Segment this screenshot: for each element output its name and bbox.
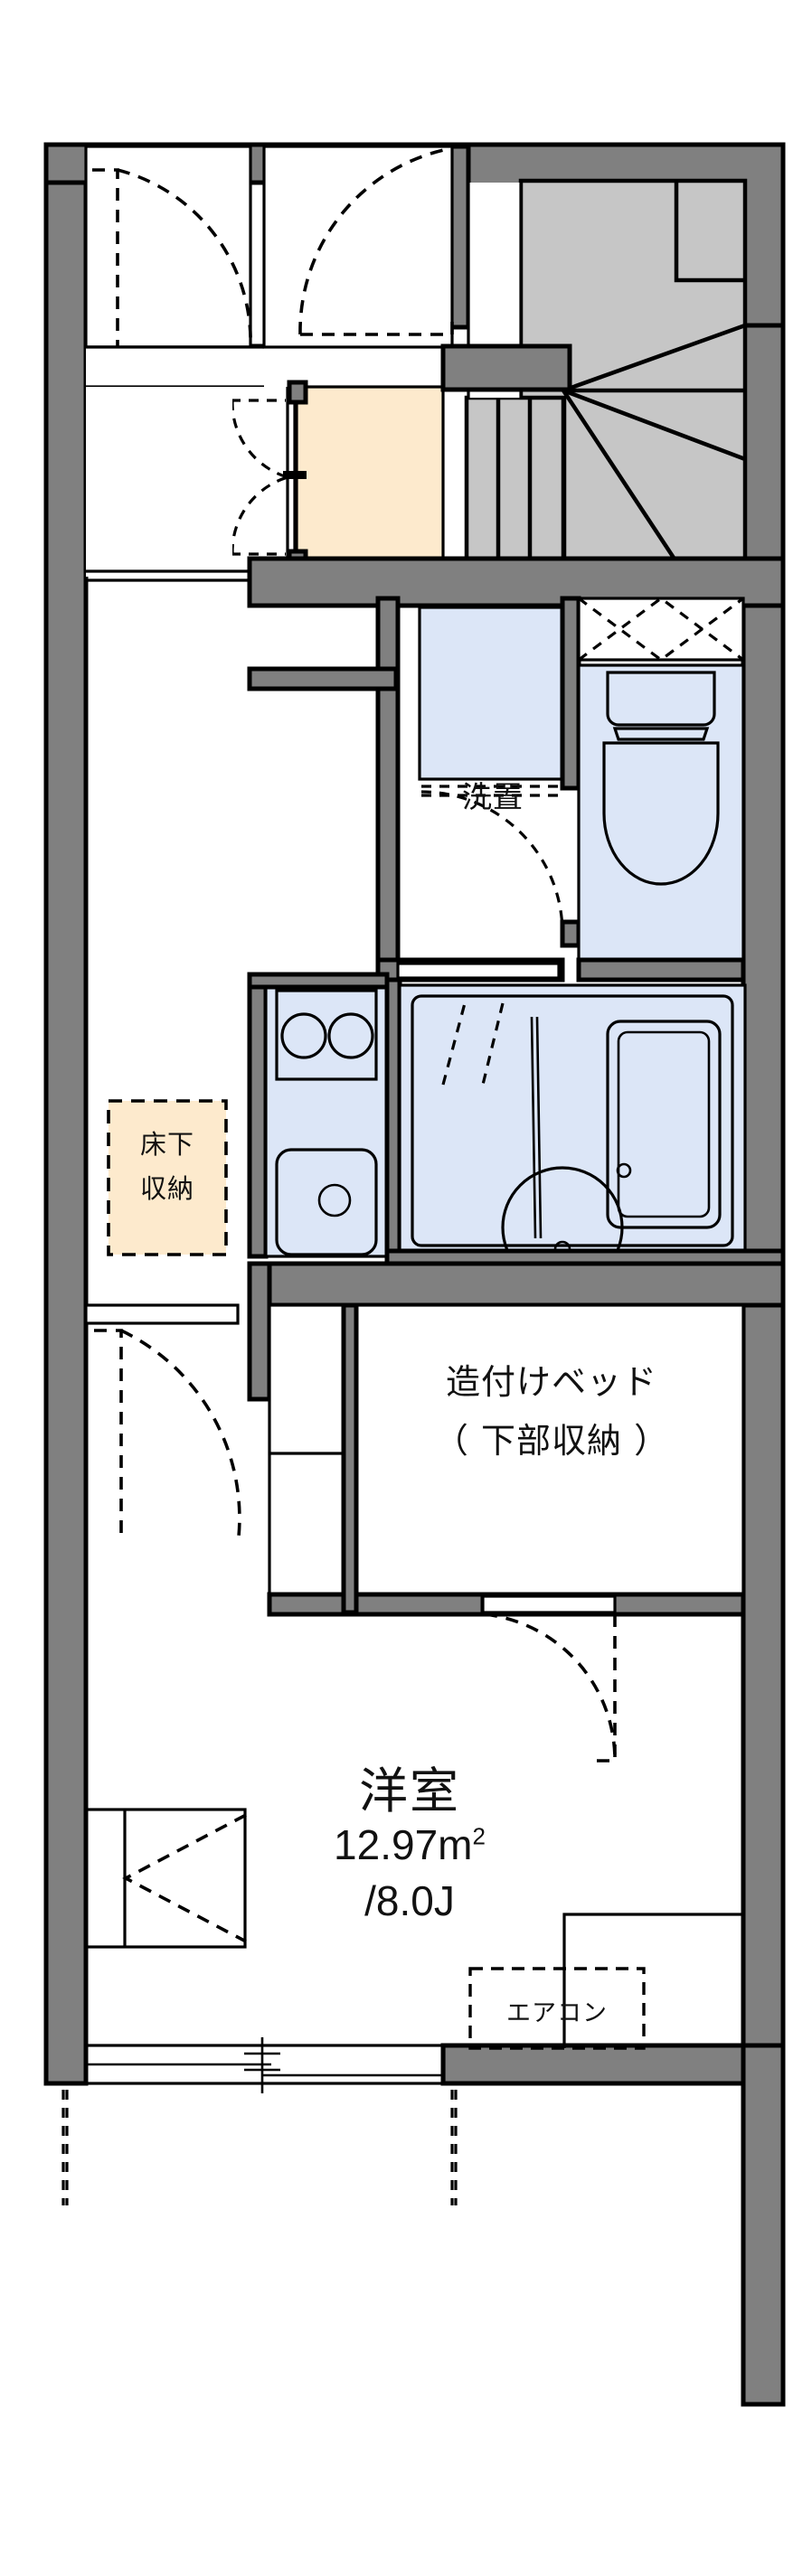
- label-underfloor-storage-line2: 収納: [139, 1173, 195, 1204]
- bedroom-door-swing: [484, 1612, 617, 1763]
- label-built-in-bed-line2: （ 下部収納 ）: [433, 1421, 670, 1461]
- wall-below-toilet: [576, 957, 746, 982]
- burner-left: [280, 1012, 327, 1059]
- area-value: 12.97: [334, 1821, 439, 1868]
- label-main-room: 洋室: [359, 1763, 460, 1819]
- bathtub-drain: [616, 1162, 632, 1179]
- toilet-room: [577, 597, 745, 965]
- closet-entry: [84, 145, 252, 389]
- balcony-guide-right: [450, 2090, 458, 2205]
- built-in-bed: [267, 1302, 745, 1617]
- wall-bed-left-stub: [247, 1261, 272, 1402]
- bathtub-inner: [617, 1030, 711, 1218]
- wall-exterior-bottom-right: [440, 2043, 786, 2086]
- wall-stub-left: [247, 666, 399, 691]
- wall-laundry-right: [560, 596, 581, 791]
- label-built-in-bed-line1: 造付けベッド: [445, 1362, 658, 1402]
- washroom-door-swing: [420, 790, 564, 934]
- kitchen: [247, 978, 389, 1259]
- entrance-door-swing: [262, 145, 454, 349]
- label-laundry: 洗置: [462, 779, 524, 814]
- window-casement-left: [84, 1808, 247, 1949]
- genkan-entry-tile: [295, 385, 445, 569]
- air-conditioner-box: [468, 1967, 646, 2050]
- label-air-conditioner: エアコン: [506, 1999, 608, 2027]
- balcony-guide-left: [61, 2090, 69, 2205]
- area-superscript: 2: [472, 1822, 486, 1850]
- main-room-closet-door: [84, 1303, 241, 1537]
- bed-room-doorway: [481, 1594, 617, 1614]
- wall-kitchen-top: [247, 972, 390, 990]
- toilet-window: [577, 597, 745, 662]
- wall-exterior-right-lower: [741, 2043, 786, 2407]
- area-unit: m: [438, 1821, 473, 1868]
- window-sliding-bottom: [84, 2037, 446, 2093]
- label-underfloor-storage-line1: 床下: [139, 1129, 195, 1160]
- label-main-room-jo: /8.0J: [364, 1877, 455, 1924]
- burner-right: [327, 1012, 374, 1059]
- interior-entry-door: [231, 387, 307, 568]
- label-main-room-area: 12.97m2: [334, 1820, 486, 1869]
- kitchen-sink: [275, 1148, 378, 1256]
- bathtub-outer: [606, 1020, 722, 1229]
- under-floor-storage: [107, 1099, 228, 1256]
- wall-right-of-genkan: [440, 343, 572, 392]
- laundry-space: [418, 606, 564, 781]
- laundry-door-dashes: [421, 785, 562, 797]
- unit-bath: [384, 977, 747, 1289]
- stove: [275, 989, 378, 1081]
- washroom-doorway: [396, 962, 561, 980]
- wall-kitchen-left: [247, 982, 269, 1259]
- air-conditioner-alcove: [468, 1913, 743, 2050]
- wall-exterior-left: [43, 142, 89, 2086]
- sink-drain: [317, 1183, 352, 1217]
- wall-above-bed: [247, 1261, 786, 1308]
- wall-laundry-left: [375, 596, 401, 979]
